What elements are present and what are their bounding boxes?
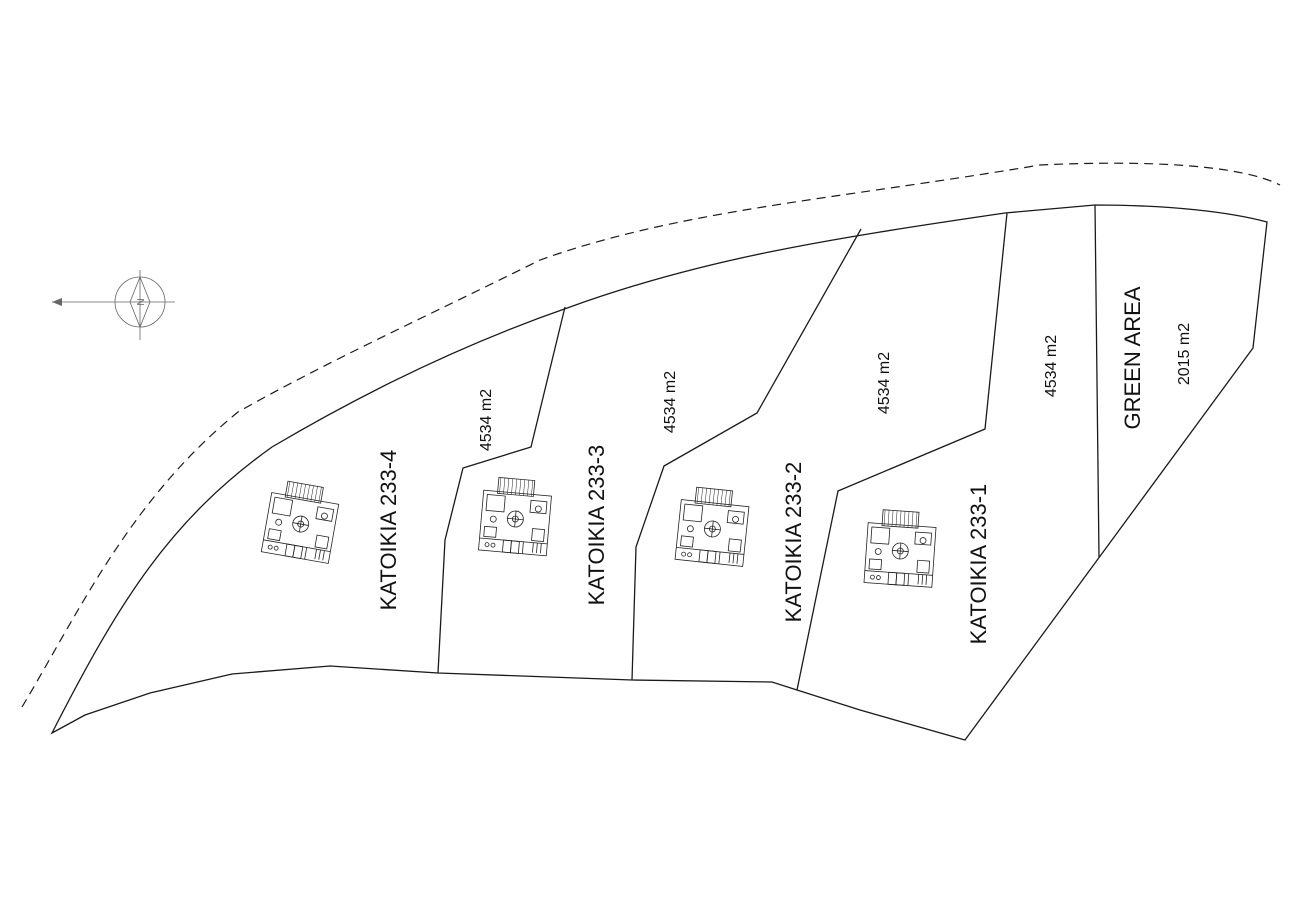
plot-label-233-1: KATOIKIA 233-1 bbox=[966, 484, 991, 645]
green-area-size: 2015 m2 bbox=[1176, 323, 1193, 385]
house-symbol-233-4 bbox=[260, 478, 342, 564]
plot-area-233-4: 4534 m2 bbox=[478, 389, 495, 451]
plot-label-233-4: KATOIKIA 233-4 bbox=[376, 450, 401, 611]
boundary-233-3-233-2 bbox=[631, 228, 862, 681]
plot-label-233-3: KATOIKIA 233-3 bbox=[584, 445, 609, 606]
boundary-233-2-233-1 bbox=[796, 212, 1008, 691]
house-symbol-233-3 bbox=[478, 475, 554, 557]
boundary-233-4-233-3 bbox=[437, 306, 566, 674]
green-area-label: GREEN AREA bbox=[1120, 286, 1145, 429]
house-symbol-233-2 bbox=[674, 485, 751, 567]
house-symbol-233-1 bbox=[863, 508, 938, 588]
svg-text:N: N bbox=[136, 298, 147, 305]
road-edge-dashed-line bbox=[21, 162, 1281, 708]
site-boundary bbox=[50, 204, 1268, 741]
plot-area-233-1: 4534 m2 bbox=[1043, 335, 1060, 397]
plot-label-233-2: KATOIKIA 233-2 bbox=[781, 462, 806, 623]
plot-area-233-2: 4534 m2 bbox=[876, 352, 893, 414]
plot-area-233-3: 4534 m2 bbox=[662, 371, 679, 433]
north-arrow-icon: N bbox=[52, 270, 175, 340]
boundary-233-1-green-area bbox=[1094, 204, 1100, 558]
